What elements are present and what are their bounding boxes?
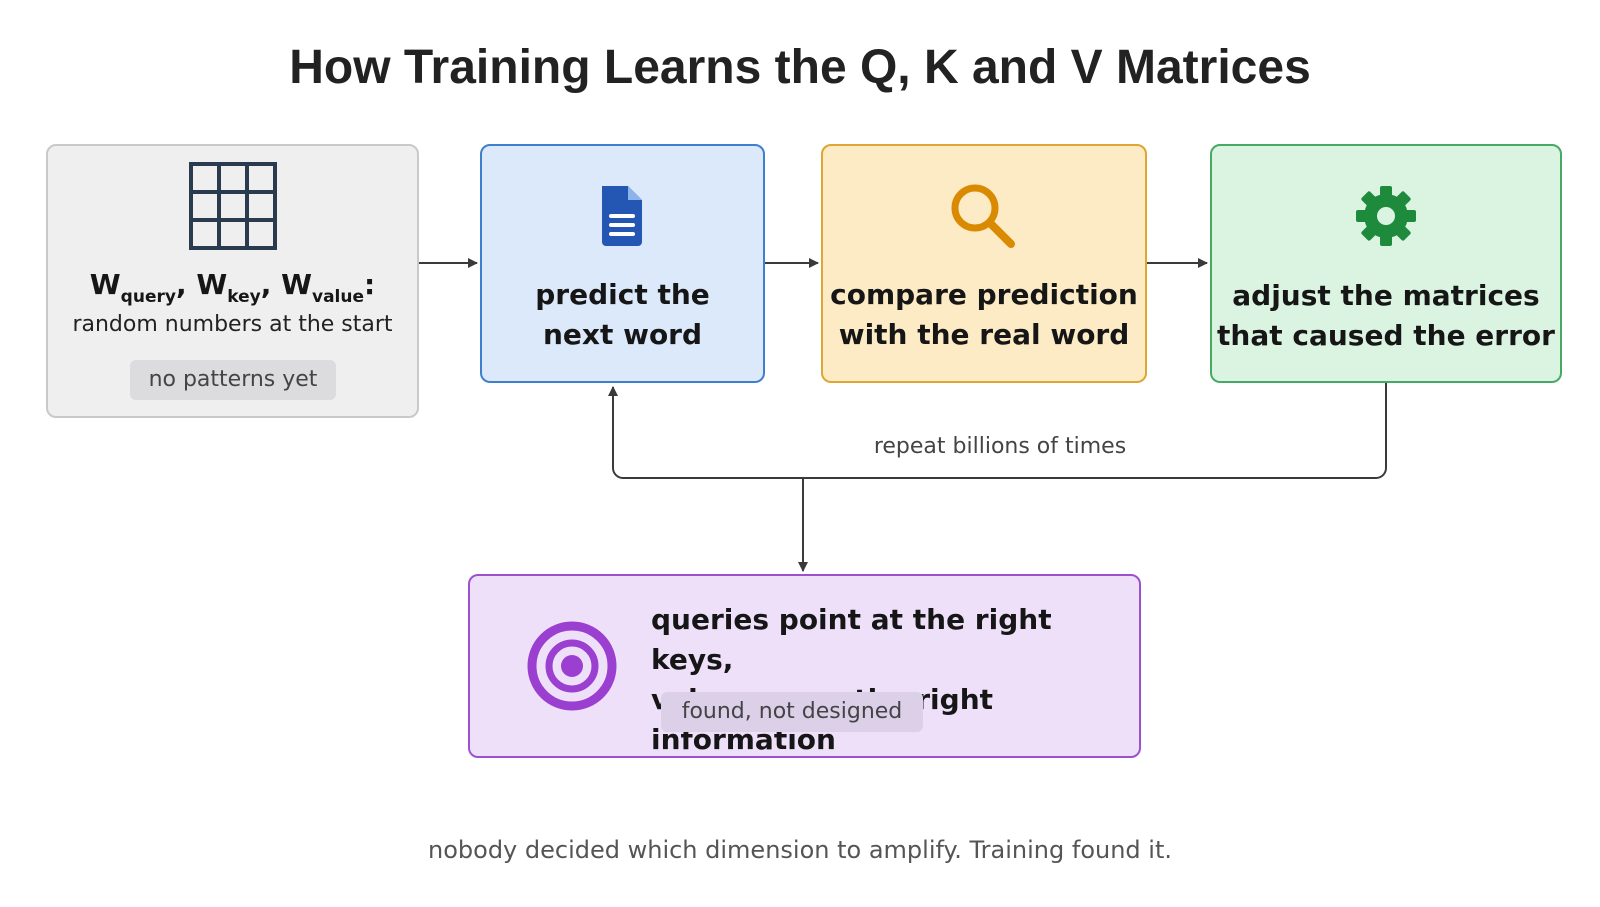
loop-label: repeat billions of times: [873, 434, 1127, 459]
caption: nobody decided which dimension to amplif…: [428, 836, 1172, 864]
no-patterns-badge: no patterns yet: [130, 360, 336, 400]
adjust-step-box: [1210, 144, 1562, 383]
document-icon: [598, 184, 646, 248]
gear-icon: [1354, 184, 1418, 248]
found-not-designed-badge: found, not designed: [661, 692, 923, 732]
compare-step-box: [821, 144, 1147, 383]
predict-step-box: [480, 144, 765, 383]
diagram-title: How Training Learns the Q, K and V Matri…: [289, 41, 1311, 94]
search-icon: [949, 182, 1017, 250]
init-subtitle: random numbers at the start: [72, 312, 393, 337]
weight-matrices-label: Wquery, Wkey, Wvalue:: [89, 268, 376, 307]
target-icon: [526, 620, 618, 712]
result-label: queries point at the right keys,values c…: [651, 603, 1052, 756]
grid-icon: [189, 162, 277, 250]
loop-back-arrow: [608, 383, 1387, 479]
